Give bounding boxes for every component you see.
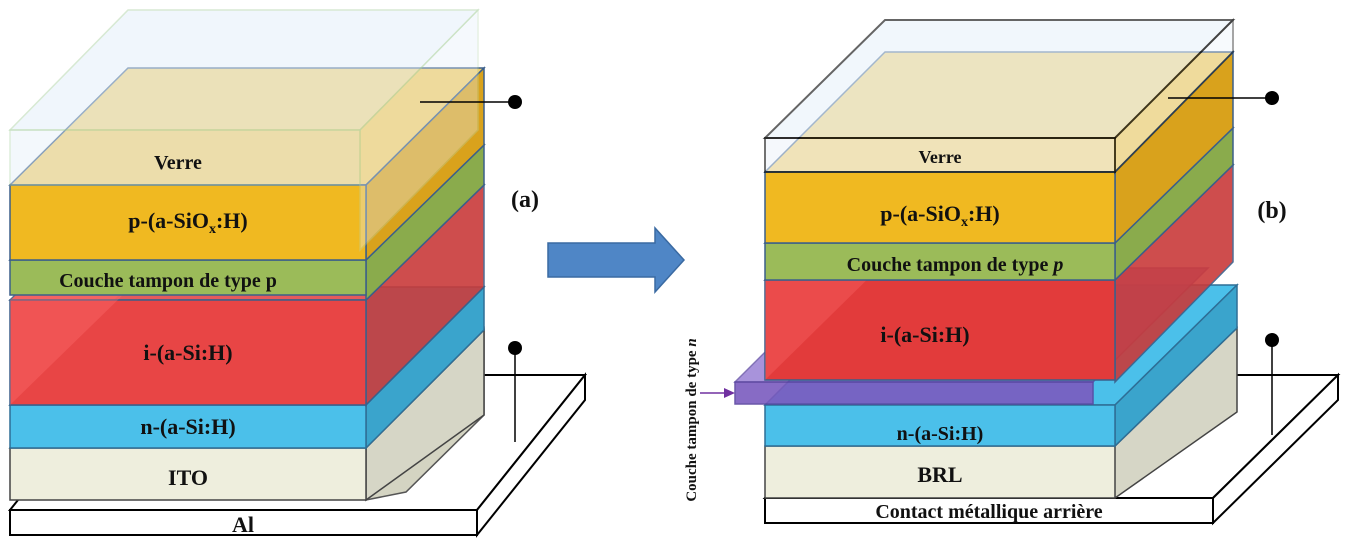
p-layer-label-b: p-(a-SiOx:H) — [880, 201, 999, 230]
n-layer-label-b: n-(a-Si:H) — [897, 423, 984, 445]
brl-label: BRL — [917, 462, 962, 487]
p-buffer-label-a: Couche tampon de type p — [59, 270, 277, 292]
top-contact-a — [420, 95, 522, 109]
bottom-contact-b — [1265, 333, 1279, 435]
panel-b-tag: (b) — [1257, 198, 1286, 224]
panel-a-tag: (a) — [511, 187, 539, 213]
panel-a: Al ITO n-(a-Si:H) i-(a-Si:H) — [7, 8, 588, 538]
n-buffer-label: Couche tampon de type n — [684, 338, 700, 501]
bottom-contact-a — [508, 341, 522, 442]
p-buffer-label-b: Couche tampon de type p — [847, 254, 1064, 276]
p-layer-label-a: p-(a-SiOx:H) — [128, 208, 247, 237]
glass-label-a: Verre — [154, 152, 202, 174]
glass-layer: Verre — [8, 8, 480, 252]
glass-layer-b: Verre — [762, 17, 1236, 175]
n-layer-label-a: n-(a-Si:H) — [140, 414, 235, 439]
transition-arrow — [547, 226, 686, 294]
i-layer-label-a: i-(a-Si:H) — [143, 340, 232, 365]
back-contact-label: Contact métallique arrière — [875, 501, 1102, 523]
al-label: Al — [232, 512, 254, 537]
top-contact-b — [1168, 91, 1279, 105]
glass-label-b: Verre — [919, 147, 962, 167]
i-layer-label-b: i-(a-Si:H) — [880, 322, 969, 347]
n-buffer-pointer — [700, 388, 735, 398]
ito-label: ITO — [168, 465, 208, 490]
panel-b: Contact métallique arrière BRL n-(a-Si:H… — [684, 17, 1341, 526]
